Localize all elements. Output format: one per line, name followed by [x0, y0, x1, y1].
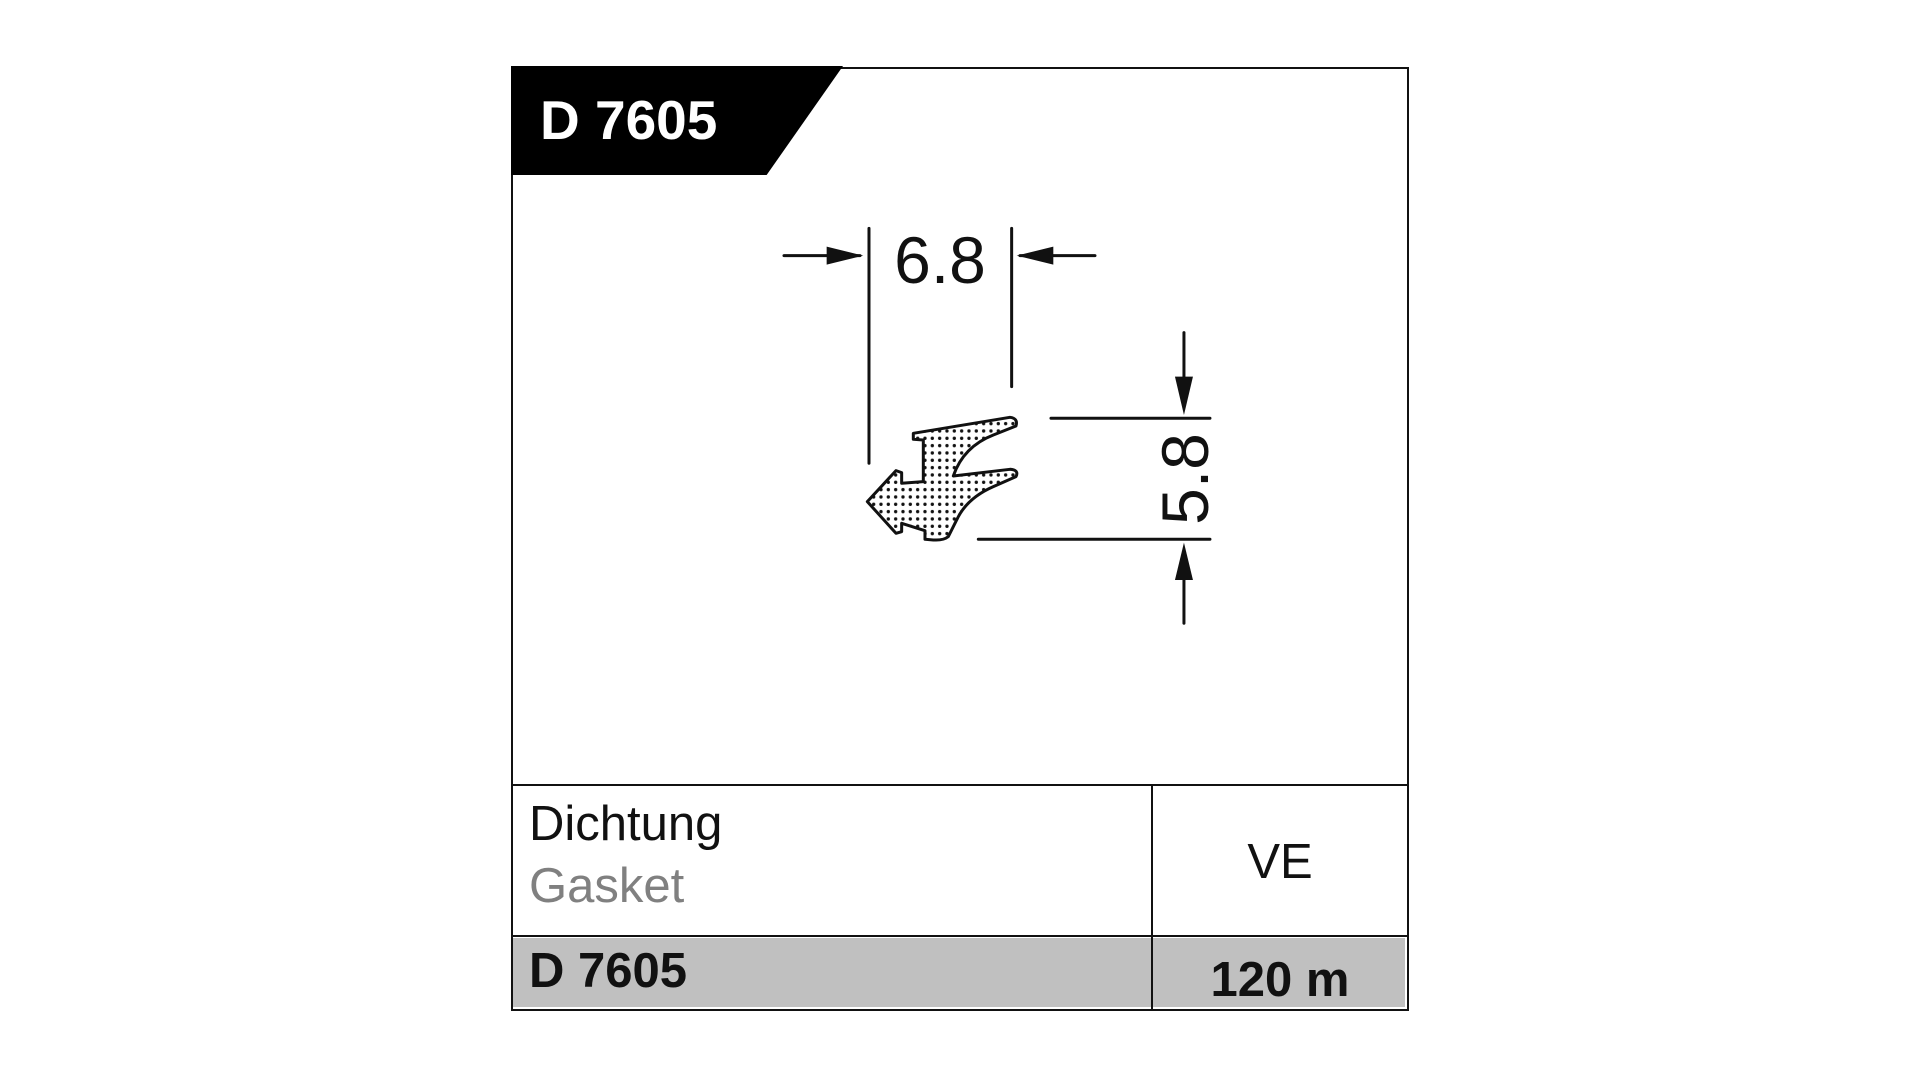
footer-row-background: [513, 938, 1405, 1007]
quantity: 120 m: [1210, 953, 1350, 1007]
header-code: D 7605: [540, 89, 718, 151]
height-dimension: 5.8: [1148, 433, 1222, 525]
divider: [511, 935, 1407, 937]
name-en: Gasket: [529, 859, 685, 913]
divider: [1151, 784, 1153, 1009]
unit-label: VE: [1247, 835, 1313, 889]
divider: [511, 784, 1407, 786]
article-number: D 7605: [529, 944, 688, 998]
name-de: Dichtung: [529, 797, 723, 851]
gasket-profile: [865, 415, 1019, 542]
width-dimension: 6.8: [894, 223, 986, 297]
datasheet-frame: [511, 67, 1409, 1011]
